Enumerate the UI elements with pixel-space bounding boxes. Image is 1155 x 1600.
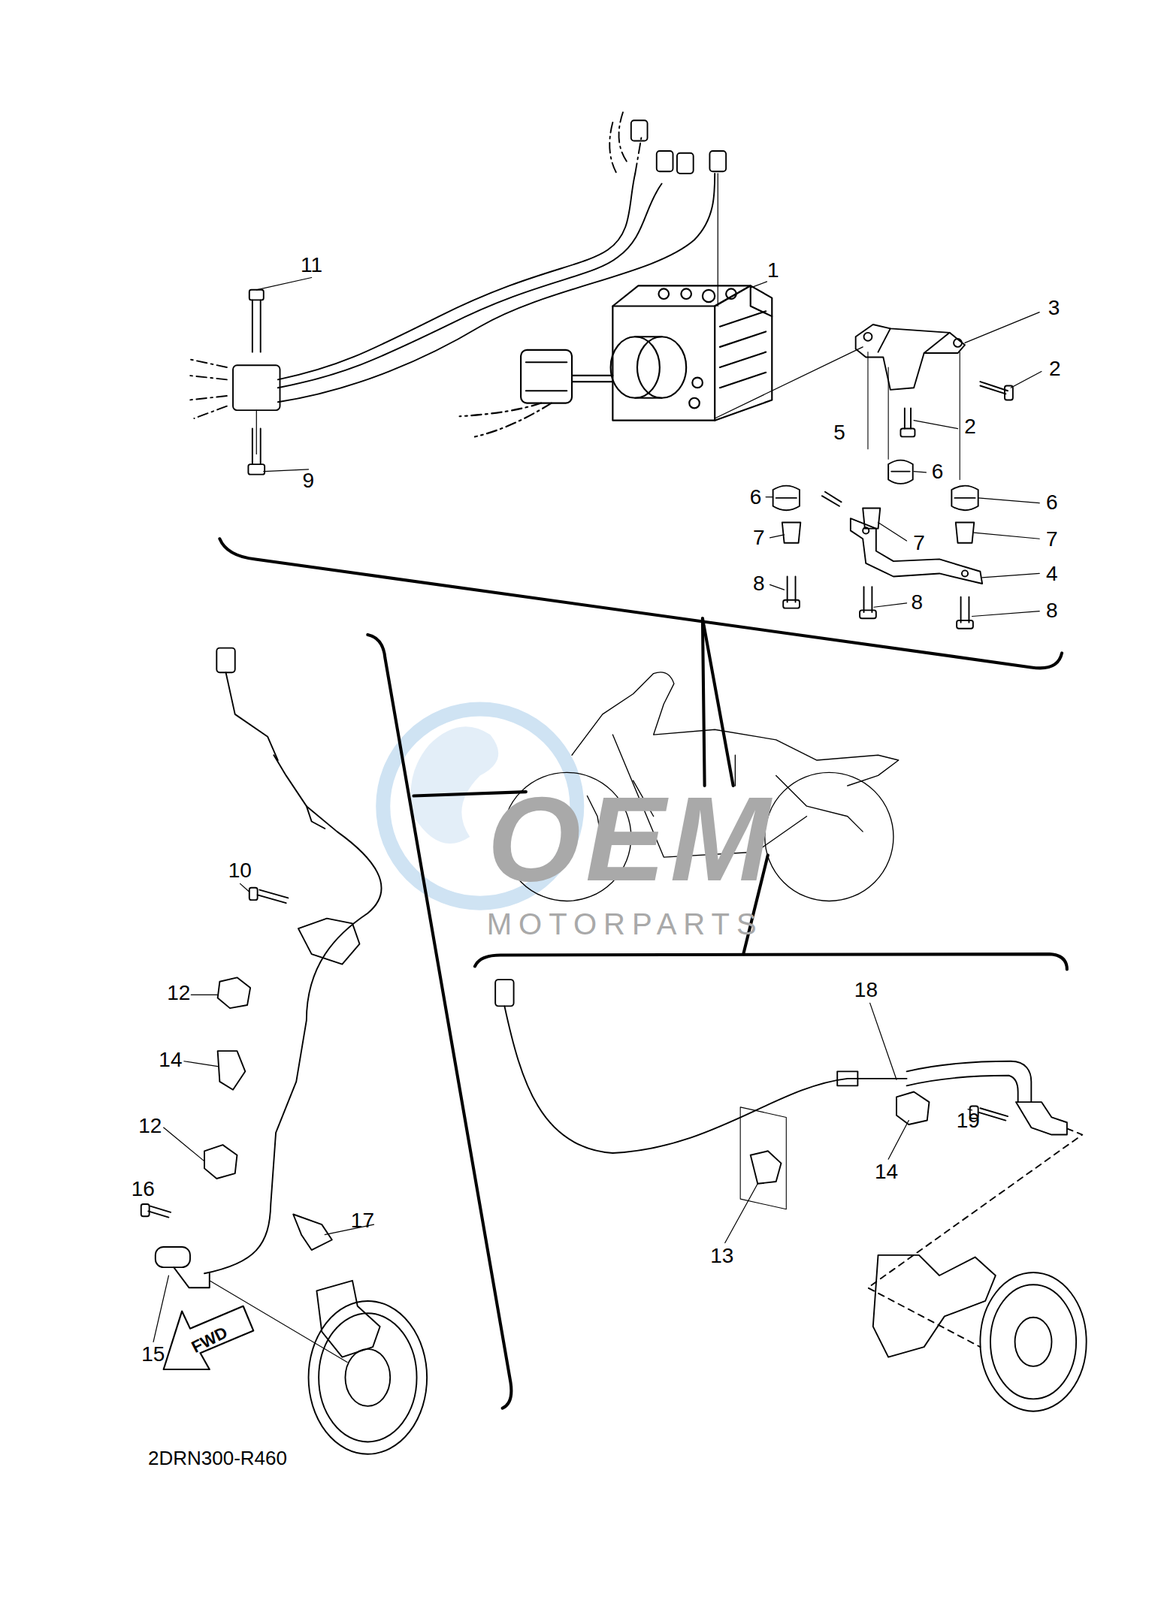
callout-number: 17 (350, 1210, 375, 1232)
direction-mark: FWD (188, 1324, 230, 1357)
callout-number: 14 (158, 1049, 182, 1071)
callout-number: 8 (1046, 600, 1059, 622)
brake-pipes (189, 111, 727, 419)
callout-number: 6 (1046, 492, 1059, 514)
callout-number: 8 (911, 592, 924, 614)
junction-block (232, 290, 280, 475)
callout-number: 5 (833, 422, 846, 444)
callout-number: 14 (874, 1161, 898, 1183)
callout-number: 13 (710, 1245, 734, 1267)
callout-number: 4 (1046, 563, 1059, 585)
leader-lines (153, 277, 1042, 1343)
callout-number: 12 (138, 1115, 162, 1137)
front-wheel-sensor (141, 648, 427, 1455)
fwd-arrow (163, 1306, 254, 1370)
callout-number: 16 (131, 1179, 155, 1201)
abs-bracket (822, 324, 1013, 507)
mount-hardware (773, 460, 983, 629)
panel-divider (219, 538, 1067, 1409)
callout-number: 7 (752, 527, 765, 549)
callout-number: 3 (1048, 297, 1061, 319)
rear-wheel-sensor (495, 979, 1087, 1413)
callout-number: 6 (749, 486, 762, 508)
callout-number: 19 (956, 1110, 980, 1132)
callout-number: 2 (964, 416, 977, 438)
watermark-logo: OEM (487, 779, 775, 900)
callout-number: 15 (141, 1344, 165, 1366)
callout-number: 9 (302, 470, 315, 492)
callout-number: 7 (913, 532, 926, 554)
callout-number: 10 (228, 860, 252, 882)
abs-unit (459, 285, 864, 437)
callout-number: 7 (1046, 529, 1059, 551)
callout-number: 1 (767, 260, 780, 282)
callout-number: 18 (854, 979, 878, 1001)
callout-number: 2 (1049, 358, 1062, 380)
diagram-code: 2DRN300-R460 (148, 1448, 288, 1469)
callout-number: 11 (300, 254, 323, 276)
callout-number: 8 (752, 573, 765, 595)
watermark-globe-land (411, 726, 499, 844)
callout-number: 6 (931, 461, 944, 483)
watermark-text: MOTORPARTS (486, 909, 764, 940)
callout-number: 12 (166, 982, 191, 1004)
